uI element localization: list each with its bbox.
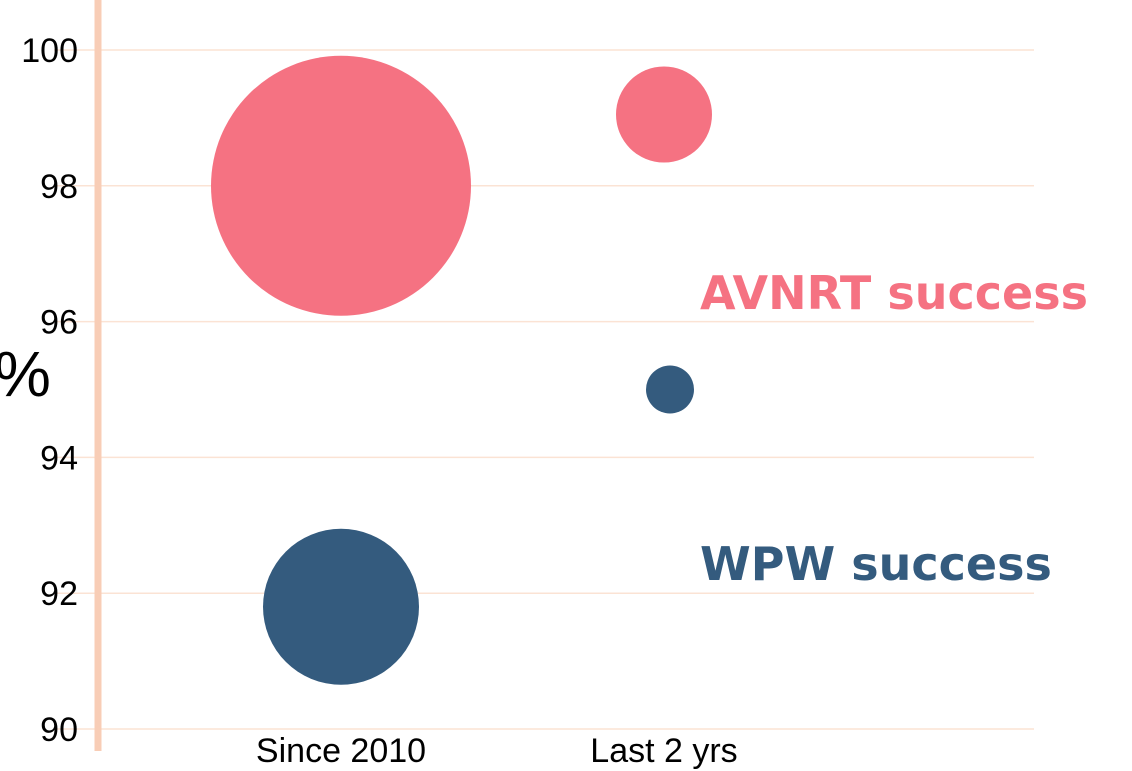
y-tick-100: 100 — [21, 32, 78, 70]
y-tick-96: 96 — [40, 304, 78, 342]
series-label-wpw-word-1: WPW — [700, 537, 835, 591]
y-tick-98: 98 — [40, 168, 78, 206]
series-label-avnrt-word-2: success — [887, 266, 1088, 320]
series-label-avnrt: AVNRT success — [700, 266, 1088, 320]
y-tick-94: 94 — [40, 439, 78, 477]
bubble-wpw-2 — [646, 365, 694, 414]
bubble-avnrt-1 — [211, 55, 471, 316]
bubble-avnrt-2 — [616, 66, 712, 163]
x-tick-2: Last 2 yrs — [590, 732, 737, 770]
y-tick-92: 92 — [40, 575, 78, 613]
x-tick-labels: Since 2010 Last 2 yrs — [256, 732, 738, 770]
bubble-wpw-1 — [263, 528, 419, 685]
bubbles — [211, 55, 712, 685]
series-label-wpw: WPW success — [700, 537, 1052, 591]
grid-lines — [54, 49, 1034, 730]
y-axis-label: % — [0, 338, 51, 410]
series-label-wpw-word-2: success — [851, 537, 1052, 591]
series-label-avnrt-word-1: AVNRT — [700, 266, 872, 320]
x-tick-1: Since 2010 — [256, 732, 426, 770]
y-tick-labels: 90 92 94 96 98 100 — [21, 32, 78, 749]
y-tick-90: 90 — [40, 711, 78, 749]
